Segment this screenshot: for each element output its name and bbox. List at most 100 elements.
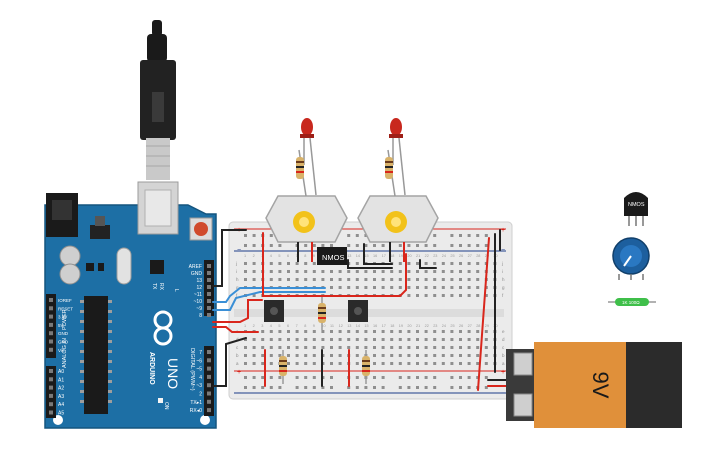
arduino-brand-text: ARDUINO	[148, 352, 155, 385]
wire-rail-gnd-right	[477, 237, 490, 391]
rail-sign: +	[501, 369, 505, 376]
column-number: 3	[261, 324, 263, 328]
pin-socket[interactable]	[207, 313, 211, 317]
pin-socket[interactable]	[49, 322, 53, 327]
pin-socket[interactable]	[207, 399, 211, 404]
column-number: 18	[390, 254, 394, 258]
pin-socket[interactable]	[207, 374, 211, 379]
pin-socket[interactable]	[49, 385, 53, 390]
digital-header-bottom[interactable]	[204, 346, 214, 416]
resistor-led-2[interactable]	[385, 149, 396, 197]
pin-socket[interactable]	[49, 393, 53, 398]
pin-socket[interactable]	[49, 314, 53, 319]
wire-pin10-red	[212, 299, 263, 323]
battery-9v[interactable]: 9V	[506, 342, 682, 428]
nmos-transistor[interactable]: NMOS	[317, 247, 347, 265]
power-pin-label: IOREF	[58, 298, 72, 303]
column-number: 27	[468, 254, 472, 258]
pin-socket[interactable]	[49, 410, 53, 415]
pin-socket[interactable]	[207, 306, 211, 310]
push-button-2[interactable]	[348, 300, 368, 322]
column-number: 11	[330, 324, 334, 328]
push-button-1[interactable]	[264, 300, 284, 322]
digital-pin-label: 4	[199, 375, 202, 381]
pin-socket[interactable]	[49, 347, 53, 352]
column-number: 21	[416, 254, 420, 258]
arduino-uno-board[interactable]: ARDUINO UNO ON TX RX L DIGITAL (PWM~) AN…	[44, 181, 217, 429]
power-pin-label: GND	[58, 331, 69, 336]
wire-black-mid	[347, 259, 393, 269]
column-number: 23	[433, 254, 437, 258]
column-number: 19	[399, 254, 403, 258]
pin-socket[interactable]	[207, 408, 211, 413]
row-letter: g	[502, 285, 505, 290]
analog-header-label: ANALOG IN	[62, 338, 68, 368]
led-1[interactable]	[300, 118, 317, 196]
digital-pin-label: 12	[196, 285, 202, 291]
pin-socket[interactable]	[49, 298, 53, 302]
column-number: 25	[450, 324, 454, 328]
digital-pin-label: ~6	[196, 358, 202, 364]
dc-motor-2[interactable]	[357, 195, 439, 262]
pin-socket[interactable]	[207, 299, 211, 303]
column-number: 18	[390, 324, 394, 328]
column-number: 24	[442, 324, 446, 328]
dc-motor-1[interactable]	[265, 195, 348, 262]
analog-pin-label: A5	[58, 411, 64, 417]
column-number: 28	[476, 324, 480, 328]
palette-nmos-transistor[interactable]: NMOS	[624, 192, 648, 226]
column-number: 8	[304, 324, 306, 328]
pin-socket[interactable]	[207, 350, 211, 354]
row-letter: h	[502, 277, 505, 282]
wire-motor1-red	[262, 232, 407, 297]
pin-socket[interactable]	[207, 285, 211, 289]
column-number: 7	[296, 254, 298, 258]
resistor-pulldown-1[interactable]	[279, 350, 287, 384]
row-letter: a	[236, 361, 239, 366]
digital-pin-label: GND	[191, 271, 203, 277]
pin-socket[interactable]	[49, 339, 53, 344]
palette-potentiometer[interactable]	[612, 237, 650, 280]
column-number: 6	[287, 254, 289, 258]
pin-socket[interactable]	[207, 366, 211, 371]
pin-socket[interactable]	[207, 391, 211, 396]
resistor-pulldown-2[interactable]	[362, 350, 370, 384]
analog-header[interactable]	[46, 366, 56, 418]
column-number: 25	[450, 254, 454, 258]
wire-pin11-blue	[212, 291, 326, 311]
row-letter: c	[236, 345, 239, 350]
row-letter: g	[236, 285, 239, 290]
column-number: 20	[407, 324, 411, 328]
digital-pin-label: 2	[199, 392, 202, 398]
pin-socket[interactable]	[49, 369, 53, 373]
pin-socket[interactable]	[207, 292, 211, 296]
wire-black-motor2	[363, 243, 393, 265]
palette-resistor[interactable]: 1K 100Ω	[608, 298, 656, 306]
column-number: 22	[425, 324, 429, 328]
column-number: 4	[270, 324, 272, 328]
wires[interactable]	[212, 229, 515, 391]
pin-socket[interactable]	[207, 383, 211, 388]
column-number: 26	[459, 324, 463, 328]
pin-socket[interactable]	[207, 358, 211, 363]
led-2[interactable]	[389, 118, 406, 196]
digital-pin-label: AREF	[189, 264, 202, 270]
resistor-middle[interactable]	[318, 294, 326, 330]
arduino-logo	[153, 310, 173, 346]
pin-socket[interactable]	[49, 306, 53, 311]
analog-pin-label: A1	[58, 377, 64, 383]
pin-socket[interactable]	[207, 271, 211, 275]
column-number: 5	[278, 324, 280, 328]
usb-cable[interactable]	[140, 20, 176, 180]
pin-socket[interactable]	[207, 264, 211, 268]
column-number: 12	[339, 324, 343, 328]
pin-socket[interactable]	[207, 278, 211, 282]
pin-socket[interactable]	[49, 402, 53, 407]
pin-socket[interactable]	[49, 331, 53, 336]
palette-nmos-label: NMOS	[628, 202, 645, 208]
resistor-led-1[interactable]	[296, 149, 307, 197]
pin-socket[interactable]	[49, 377, 53, 382]
nmos-label: NMOS	[322, 253, 345, 262]
